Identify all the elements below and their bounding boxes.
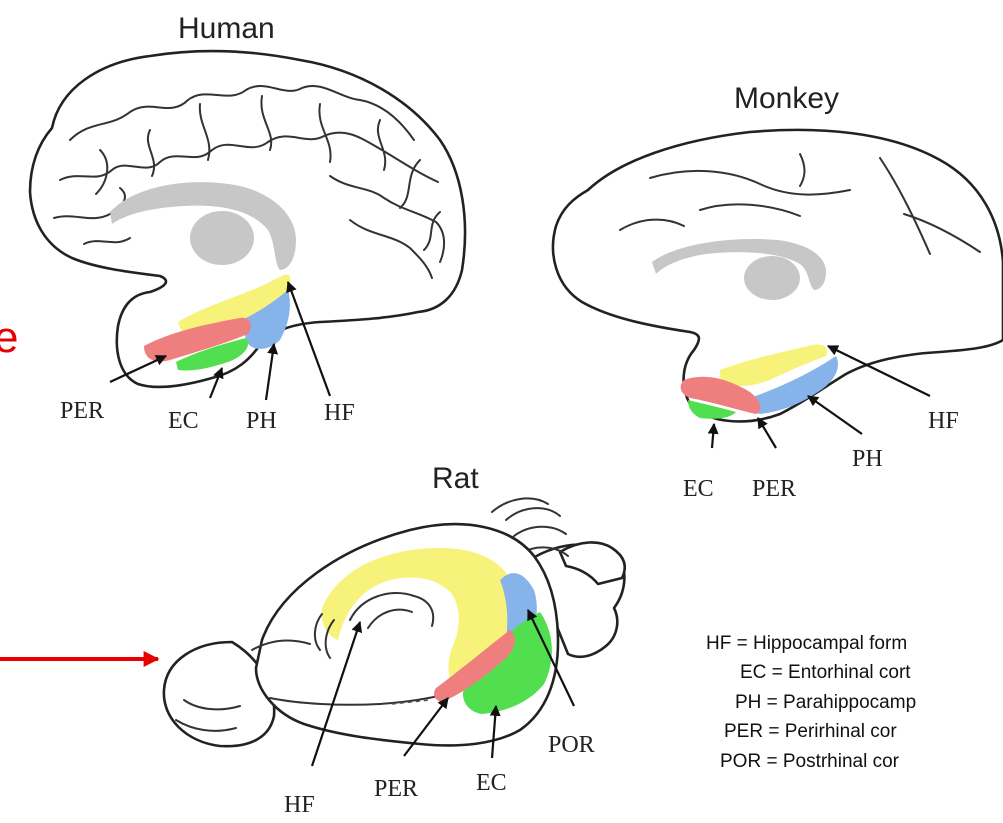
monkey-label-per: PER xyxy=(752,476,796,502)
partial-letter-annotation: e xyxy=(0,313,18,362)
monkey-label-ph: PH xyxy=(852,446,883,472)
human-arrow-ph xyxy=(266,344,274,400)
monkey-title: Monkey xyxy=(734,82,839,115)
rat-label-hf: HF xyxy=(284,792,315,818)
rat-label-por: POR xyxy=(548,732,595,758)
rat-label-per: PER xyxy=(374,776,418,802)
monkey-thalamus xyxy=(744,256,800,300)
human-label-ph: PH xyxy=(246,408,277,434)
abbreviation-legend: HF = Hippocampal form EC = Entorhinal co… xyxy=(706,633,916,772)
human-label-hf: HF xyxy=(324,400,355,426)
legend-item-hf: HF = Hippocampal form xyxy=(706,633,907,654)
monkey-arrow-ph xyxy=(808,396,862,434)
monkey-label-ec: EC xyxy=(683,476,714,502)
legend-item-ph: PH = Parahippocamp xyxy=(735,692,916,713)
monkey-label-hf: HF xyxy=(928,408,959,434)
legend-item-per: PER = Perirhinal cor xyxy=(724,721,897,742)
human-label-per: PER xyxy=(60,398,104,424)
human-label-ec: EC xyxy=(168,408,199,434)
legend-item-ec: EC = Entorhinal cort xyxy=(740,662,911,683)
rat-title: Rat xyxy=(432,462,479,495)
human-thalamus xyxy=(190,211,254,265)
human-brain: Human PER EC PH HF xyxy=(30,12,465,434)
rat-label-ec: EC xyxy=(476,770,507,796)
legend-item-por: POR = Postrhinal cor xyxy=(720,751,900,772)
monkey-arrow-ec xyxy=(712,424,714,448)
monkey-arrow-per xyxy=(758,418,776,448)
human-title: Human xyxy=(178,12,275,45)
rat-brain: Rat HF PER EC POR xyxy=(164,462,625,818)
monkey-brain: Monkey HF PH EC PER xyxy=(553,82,1003,502)
